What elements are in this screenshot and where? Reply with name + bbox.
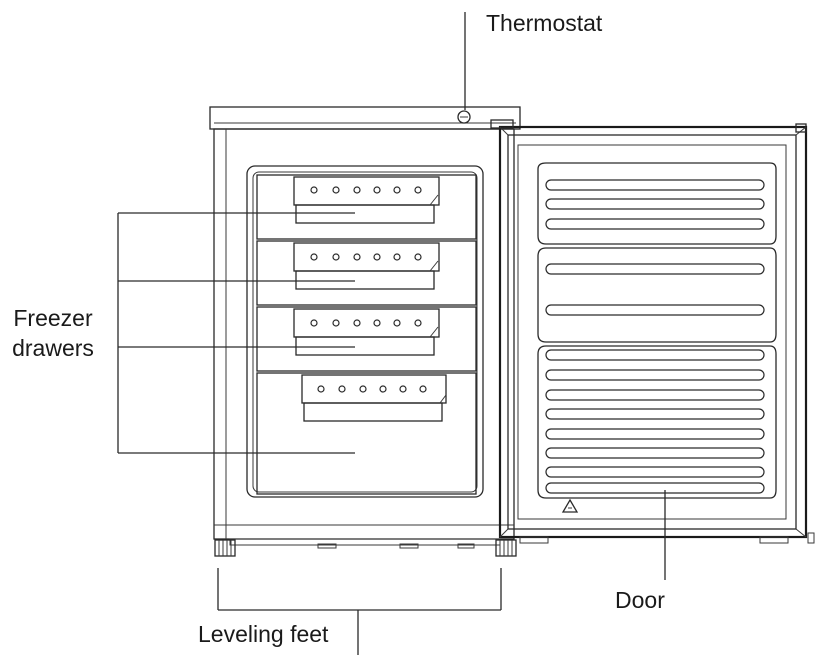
inner-compartment — [246, 165, 484, 498]
drawer-1 — [256, 174, 477, 240]
cabinet-top — [209, 106, 521, 130]
cabinet-body — [213, 128, 515, 540]
drawer-3 — [256, 306, 477, 372]
door — [490, 119, 815, 544]
drawer-2 — [256, 240, 477, 306]
door-frame — [498, 125, 808, 539]
freezer-label-line1: Freezer — [13, 305, 93, 331]
door-label: Door — [615, 587, 665, 613]
door-shelves — [545, 179, 765, 494]
freezer-label-line2: drawers — [12, 335, 94, 361]
drawer-4 — [256, 372, 477, 495]
leveling-foot-right — [495, 539, 517, 557]
thermostat-knob-icon — [457, 110, 471, 124]
leveling-foot-left — [214, 539, 236, 557]
drawer-dots — [310, 186, 427, 393]
thermostat-label: Thermostat — [486, 10, 603, 36]
freezer-drawers-label: Freezer drawers — [8, 303, 98, 363]
recycle-triangle-icon — [561, 498, 579, 513]
leveling-feet-label: Leveling feet — [198, 621, 329, 647]
leader-lines — [117, 12, 666, 655]
